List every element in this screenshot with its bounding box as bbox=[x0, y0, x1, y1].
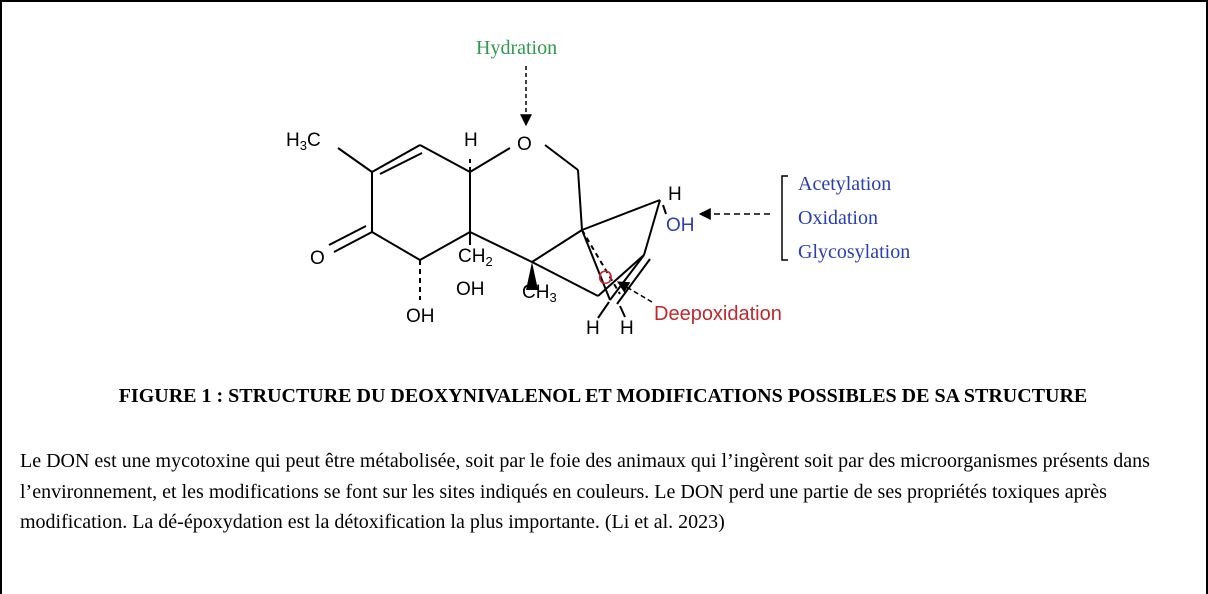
hydration-label: Hydration bbox=[476, 37, 557, 59]
modifications-bracket bbox=[781, 175, 788, 261]
modification-acetylation: Acetylation bbox=[798, 173, 891, 195]
atom-h-right: H bbox=[620, 318, 634, 339]
atom-oh-right: OH bbox=[666, 215, 695, 236]
deepoxidation-arrow bbox=[616, 281, 653, 303]
atom-oh-bottom: OH bbox=[406, 306, 435, 327]
atom-labels: H3C O O H OH CH2 OH CH3 H OH O H H bbox=[286, 130, 695, 339]
modification-glycosylation: Glycosylation bbox=[798, 241, 910, 263]
figure-caption-title: FIGURE 1 : STRUCTURE DU DEOXYNIVALENOL E… bbox=[118, 385, 1088, 407]
figure-caption-text: Le DON est une mycotoxine qui peut être … bbox=[20, 450, 1150, 533]
atom-h-left: H bbox=[586, 318, 600, 339]
atom-o-epoxide: O bbox=[598, 268, 613, 289]
atom-oh-ch2: OH bbox=[456, 279, 485, 300]
deepoxidation-label: Deepoxidation bbox=[654, 303, 782, 325]
deoxynivalenol-structure-diagram: H3C O O H OH CH2 OH CH3 H OH O H H Hydra… bbox=[286, 37, 910, 339]
atom-h-top: H bbox=[464, 130, 478, 151]
atom-h3c: H3C bbox=[286, 130, 321, 153]
atom-h-oh: H bbox=[668, 184, 682, 205]
molecule-bonds bbox=[328, 144, 667, 319]
atom-o-ring: O bbox=[517, 134, 532, 155]
atom-ch2: CH2 bbox=[458, 246, 493, 269]
modification-oxidation: Oxidation bbox=[798, 207, 878, 229]
atom-o-ketone: O bbox=[310, 248, 325, 269]
atom-ch3: CH3 bbox=[522, 282, 557, 305]
molecule-hashed-bonds bbox=[419, 159, 621, 300]
wedge-bond bbox=[526, 262, 538, 290]
